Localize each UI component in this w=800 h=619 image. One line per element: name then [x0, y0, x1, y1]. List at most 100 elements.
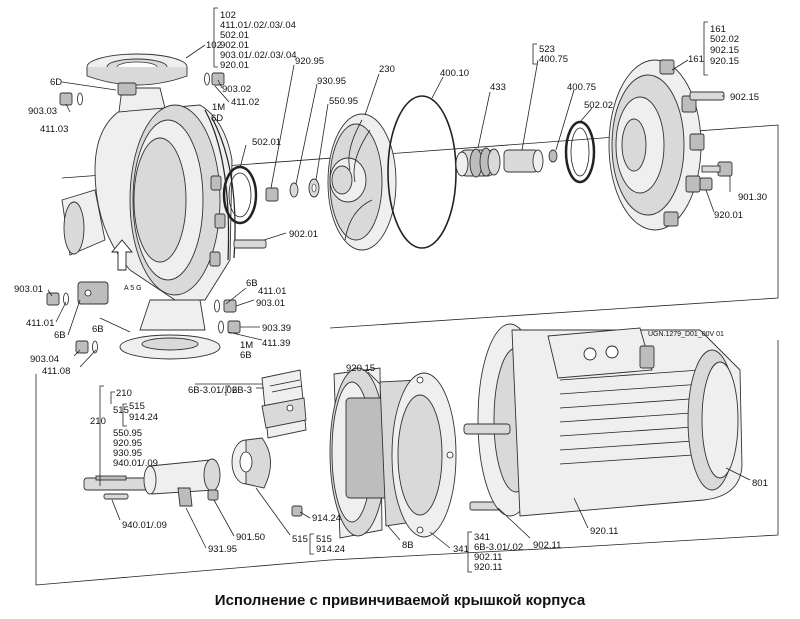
label-930-95: 930.95	[317, 76, 346, 87]
plug-903-04	[75, 340, 98, 354]
washer-930-95	[289, 182, 299, 198]
label-903-04: 903.04	[30, 354, 59, 365]
label-433: 433	[490, 82, 506, 93]
casing-cover-161	[608, 59, 705, 231]
label-903-01-right: 903.01	[256, 298, 285, 309]
label-931-95: 931.95	[208, 544, 237, 555]
nut-920-95	[265, 187, 279, 202]
label-8b: 8B	[402, 540, 414, 551]
wear-ring-502-02	[564, 120, 596, 184]
label-801: 801	[752, 478, 768, 489]
label-230: 230	[379, 64, 395, 75]
plug-903-02	[204, 72, 225, 86]
label-550-95: 550.95	[329, 96, 358, 107]
group-523-list: 523 400.75	[539, 44, 568, 65]
label-1m-low: 1M	[240, 340, 253, 351]
label-6d-top: 6D	[50, 77, 62, 88]
group-102-item: 902.01	[220, 40, 249, 51]
group-102-item: 903.01/.02/.03/.04	[220, 50, 297, 61]
group-523-item: 400.75	[539, 54, 568, 65]
label-210: 210	[90, 416, 106, 427]
label-341: 341	[453, 544, 469, 555]
label-6b-3-01: 6B-3.01/.02	[188, 385, 237, 396]
label-161: 161	[688, 54, 704, 65]
group-102-item: 502.01	[220, 30, 249, 41]
label-411-39: 411.39	[262, 338, 290, 349]
group-102-item: 411.01/.02/.03/.04	[220, 20, 296, 31]
pump-casing-102: A 5 G	[61, 53, 236, 360]
exploded-pump-drawing: A 5 G	[14, 7, 779, 586]
label-411-02: 411.02	[231, 97, 259, 108]
group-102-list: 102 411.01/.02/.03/.04 502.01 902.01 903…	[220, 10, 297, 71]
label-903-02: 903.02	[222, 84, 251, 95]
coupling-515	[231, 437, 271, 489]
group-210b-item: 920.95	[113, 438, 142, 449]
clamp-931-95	[177, 487, 193, 507]
plug-903-39	[218, 320, 241, 334]
label-502-01: 502.01	[252, 137, 281, 148]
label-902-11: 902.11	[533, 540, 561, 551]
plug-903-01-left	[46, 292, 69, 306]
part-labels: 102 6D 903.03 411.03 903.02 411.02 1M 6D…	[14, 40, 768, 555]
label-515: 515	[292, 534, 308, 545]
label-920-11: 920.11	[590, 526, 618, 537]
group-515a-item: 515	[129, 401, 145, 412]
group-102-item: 920.01	[220, 60, 249, 71]
label-411-08: 411.08	[42, 366, 70, 377]
label-411-03: 411.03	[40, 124, 68, 135]
coupling-guard-6b-3	[261, 369, 307, 439]
group-341-item: 341	[474, 532, 490, 543]
group-210b-list: 550.95 920.95 930.95 940.01/.09	[113, 428, 158, 469]
group-515a-list: 515 515 914.24	[113, 401, 158, 423]
plug-903-03	[59, 92, 83, 106]
label-914-24: 914.24	[312, 513, 341, 524]
group-210b-item: 930.95	[113, 448, 142, 459]
label-1m-top: 1M	[212, 102, 225, 113]
group-161-item: 161	[710, 24, 726, 35]
label-902-15: 902.15	[730, 92, 759, 103]
group-341-item: 6B-3.01/.02	[474, 542, 523, 553]
label-901-30: 901.30	[738, 192, 767, 203]
screw-901-50	[207, 489, 219, 501]
screw-914-24	[291, 505, 303, 517]
group-515b-item: 515	[316, 534, 332, 545]
shaft-sleeve-523	[503, 149, 544, 173]
group-102-item: 102	[220, 10, 236, 21]
key-940-01	[103, 493, 129, 500]
group-341-list: 341 6B-3.01/.02 902.11 920.11	[474, 532, 523, 573]
leader-lines	[47, 44, 751, 549]
group-210b-item: 940.01/.09	[113, 458, 158, 469]
group-161-item: 502.02	[710, 34, 739, 45]
label-6b-3: 6B-3	[232, 385, 252, 396]
group-210-item: 210	[116, 388, 132, 399]
label-6b-left: 6B	[54, 330, 66, 341]
group-515a-item: 515	[113, 405, 129, 416]
casing-lettering: A 5 G	[124, 285, 142, 292]
label-903-39: 903.39	[262, 323, 291, 334]
nut-920-01	[699, 177, 713, 191]
label-920-95: 920.95	[295, 56, 324, 67]
label-903-01-left: 903.01	[14, 284, 43, 295]
label-400-10: 400.10	[440, 68, 469, 79]
group-341-item: 920.11	[474, 562, 502, 573]
label-902-01: 902.01	[289, 229, 318, 240]
label-940-01: 940.01/.09	[122, 520, 167, 531]
group-515b-list: 515 914.24	[316, 534, 345, 555]
figure-caption: Исполнение с привинчиваемой крышкой корп…	[214, 592, 586, 609]
label-411-01-right: 411.01	[258, 286, 286, 297]
label-903-03: 903.03	[28, 106, 57, 117]
label-901-50: 901.50	[236, 532, 265, 543]
plug-903-01-right	[214, 299, 237, 313]
stud-902-01	[233, 239, 267, 249]
group-341-item: 902.11	[474, 552, 502, 563]
label-6b-mid: 6B	[246, 278, 258, 289]
group-161-list: 161 502.02 902.15 920.15	[710, 24, 739, 67]
o-ring-400-75	[548, 149, 558, 163]
group-161-item: 920.15	[710, 56, 739, 67]
stud-902-15	[689, 91, 725, 101]
bolt-901-30	[701, 161, 733, 177]
label-502-02: 502.02	[584, 100, 613, 111]
group-515b-item: 914.24	[316, 544, 345, 555]
motor-flange	[391, 372, 457, 538]
